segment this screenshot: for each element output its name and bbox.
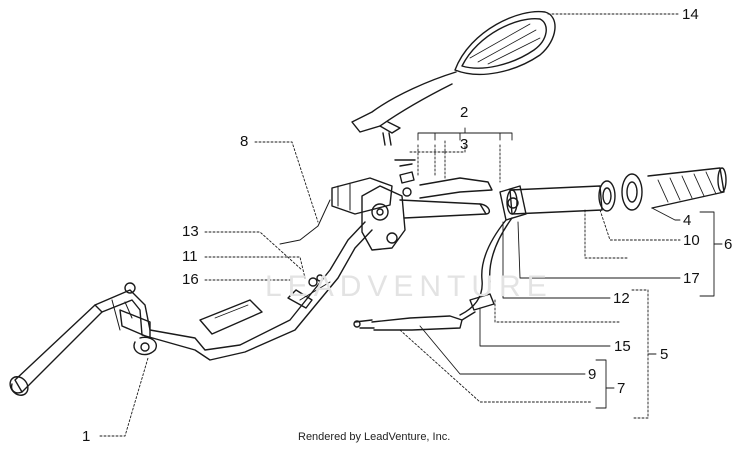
part-number-17: 17 [683,270,700,287]
part-number-5: 5 [660,346,669,363]
part-number-1: 1 [82,428,91,445]
part-number-4: 4 [683,212,692,229]
handlebar-tube-drawing [9,221,373,396]
watermark-text: LEADVENTURE [265,270,553,303]
part-number-10: 10 [683,232,700,249]
part-number-15: 15 [614,338,631,355]
part-number-8: 8 [240,133,249,150]
part-number-6: 6 [724,236,733,253]
part-number-7: 7 [617,380,626,397]
part-number-13: 13 [182,223,199,240]
part-number-16: 16 [182,271,199,288]
render-credit: Rendered by LeadVenture, Inc. [298,431,451,443]
part-number-9: 9 [588,366,597,383]
part-number-12: 12 [613,290,630,307]
brake-lever-drawing [279,159,493,251]
leader-lines [99,13,723,437]
part-number-3: 3 [460,136,469,153]
part-number-11: 11 [182,248,198,265]
mirror-drawing [351,10,556,146]
throttle-grip-drawing [353,167,727,331]
part-number-2: 2 [460,104,469,121]
part-number-14: 14 [682,6,699,23]
